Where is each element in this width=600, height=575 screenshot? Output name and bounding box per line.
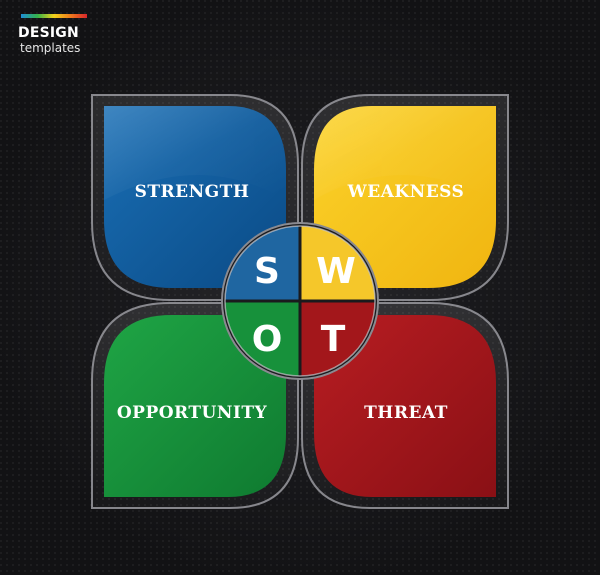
letter-t: T (321, 319, 346, 360)
letter-s: S (254, 251, 280, 292)
brand-title: DESIGN (18, 25, 79, 41)
petal-threat (314, 315, 496, 497)
petal-shine (104, 106, 496, 200)
brand-logo: DESIGN templates (18, 14, 98, 55)
center-circle: S W O T (221, 222, 379, 380)
letter-o: O (252, 319, 283, 360)
label-weakness: WEAKNESS (347, 182, 465, 202)
letter-w: W (316, 251, 356, 292)
label-threat: THREAT (364, 403, 448, 423)
petal-opportunity (104, 315, 286, 497)
brand-subtitle: templates (20, 41, 81, 55)
rainbow-bar (21, 14, 87, 18)
label-strength: STRENGTH (135, 182, 250, 202)
label-opportunity: OPPORTUNITY (117, 403, 268, 423)
